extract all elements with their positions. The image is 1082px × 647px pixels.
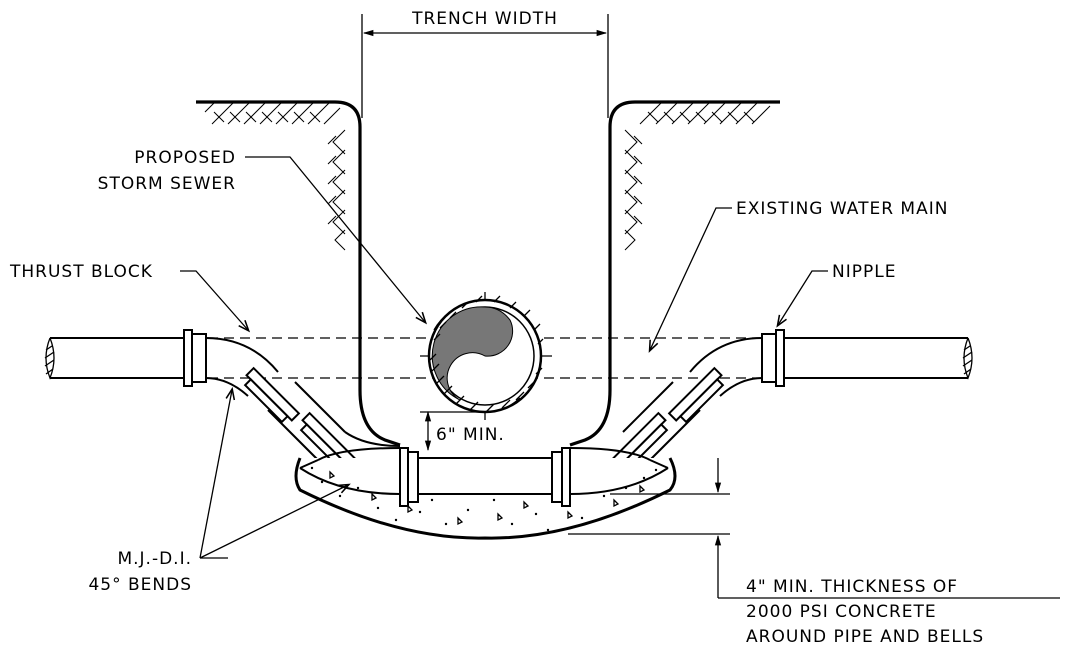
- trench-width-dimension: TRENCH WIDTH: [361, 9, 609, 118]
- left-upper-45-bend: [205, 337, 301, 424]
- concrete-label-3: AROUND PIPE AND BELLS: [746, 627, 984, 647]
- water-main-right-end: [782, 337, 973, 380]
- concrete-label-1: 4" MIN. THICKNESS OF: [746, 577, 958, 597]
- right-upper-45-bend: [667, 337, 763, 424]
- trench-wall-right: [569, 100, 780, 447]
- water-main-label: EXISTING WATER MAIN: [736, 199, 948, 219]
- bends-label-2: 45° BENDS: [88, 575, 192, 595]
- concrete-label-2: 2000 PSI CONCRETE: [746, 602, 937, 622]
- storm-sewer-label-1: PROPOSED: [134, 148, 236, 168]
- water-main-left-end: [44, 337, 190, 380]
- storm-sewer-pipe: [420, 292, 552, 420]
- bends-label-1: M.J.-D.I.: [117, 549, 192, 569]
- trench-wall-left: [196, 100, 401, 447]
- nipple-label: NIPPLE: [832, 262, 896, 282]
- thickness-dimension: [568, 458, 1060, 599]
- trench-width-label: TRENCH WIDTH: [411, 9, 558, 29]
- clearance-dimension: 6" MIN.: [420, 410, 505, 452]
- right-mj-bell: [761, 329, 785, 387]
- lower-left-bell: [399, 447, 419, 507]
- leaders: [180, 156, 828, 559]
- thrust-block-label: THRUST BLOCK: [9, 262, 153, 282]
- earth-hatch-right: [624, 101, 771, 251]
- lower-right-bell: [551, 447, 571, 507]
- earth-hatch-left: [204, 101, 346, 251]
- left-mj-bell: [183, 329, 207, 387]
- clearance-label: 6" MIN.: [436, 425, 505, 445]
- storm-sewer-label-2: STORM SEWER: [98, 174, 236, 194]
- concrete-encasement: [294, 457, 677, 540]
